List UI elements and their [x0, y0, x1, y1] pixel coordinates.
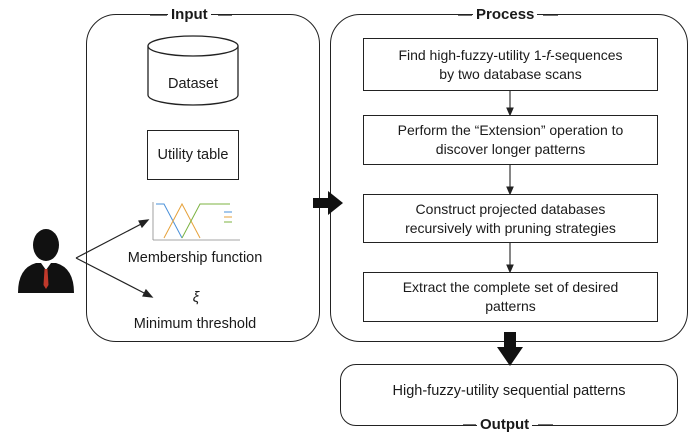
process-step-3: Construct projected databases recursivel… — [363, 194, 658, 243]
input-title: Input — [168, 6, 211, 24]
process-step-3-line2: recursively with pruning strategies — [405, 219, 616, 236]
process-step-1-line1: Find high-fuzzy-utility 1-f-sequences — [398, 46, 623, 63]
output-result-label: High-fuzzy-utility sequential patterns — [392, 383, 626, 399]
process-title: Process — [473, 6, 538, 24]
dataset-label: Dataset — [168, 76, 218, 92]
process-step-4-line2: patterns — [485, 298, 536, 314]
utility-table-box: Utility table — [147, 130, 239, 180]
process-step-arrows — [506, 90, 514, 274]
user-icon — [18, 229, 74, 293]
minimum-threshold-label: Minimum threshold — [133, 316, 257, 332]
user-arrows — [75, 219, 154, 298]
input-to-process-arrow — [313, 191, 343, 215]
process-step-2-line1: Perform the “Extension” operation to — [397, 122, 624, 138]
process-step-4-line1: Extract the complete set of desired — [402, 279, 619, 295]
membership-function-chart — [150, 200, 242, 244]
process-step-2: Perform the “Extension” operation to dis… — [363, 115, 658, 165]
process-to-output-arrow — [497, 332, 523, 366]
output-title: Output — [477, 416, 533, 434]
xi-symbol: ξ — [192, 290, 200, 306]
process-step-2-line2: discover longer patterns — [435, 141, 586, 157]
process-step-4: Extract the complete set of desired patt… — [363, 272, 658, 322]
dataset-cylinder — [147, 35, 239, 106]
membership-function-label: Membership function — [127, 250, 263, 266]
process-step-1: Find high-fuzzy-utility 1-f-sequences by… — [363, 38, 658, 91]
process-step-3-line1: Construct projected databases — [415, 200, 606, 217]
process-step-1-line2: by two database scans — [439, 65, 582, 82]
